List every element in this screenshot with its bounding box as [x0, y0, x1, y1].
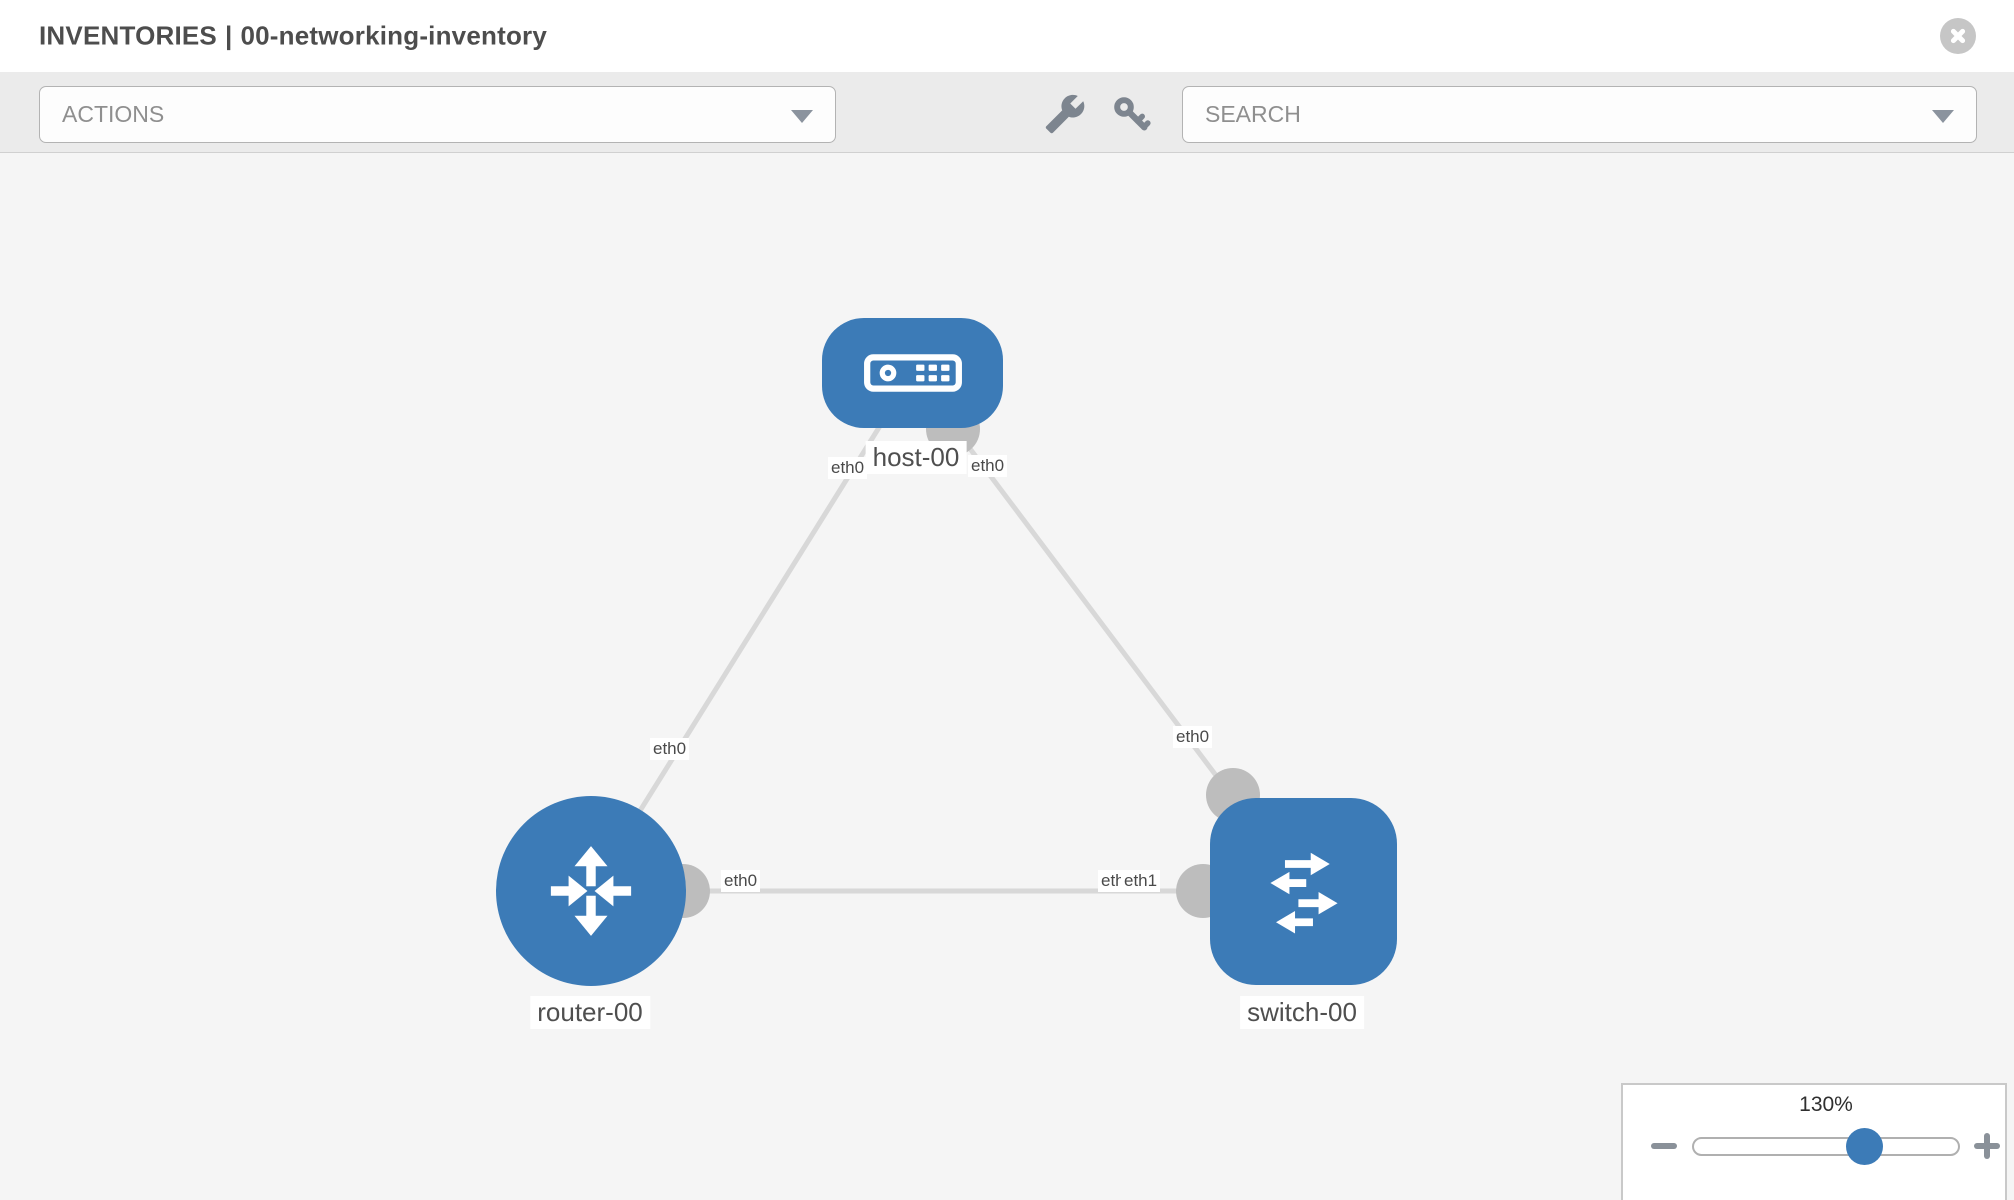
topology-links-layer [587, 371, 1305, 918]
node-router-00[interactable] [496, 796, 686, 986]
zoom-slider-track[interactable] [1692, 1137, 1960, 1156]
chevron-down-icon [1932, 109, 1954, 123]
node-label-switch: switch-00 [1240, 996, 1364, 1029]
topology-canvas[interactable]: host-00 router-00 switch-00 eth0 eth0 et… [0, 153, 2014, 1200]
toolbar: ACTIONS SEARCH [0, 72, 2014, 153]
key-icon [1114, 97, 1151, 131]
switch-arrows-icon [1269, 852, 1338, 933]
interface-label-router-to-switch: eth0 [721, 870, 761, 892]
close-icon [1940, 18, 1976, 54]
interface-label-switch-to-router: eth1 [1121, 870, 1161, 892]
close-button[interactable] [1940, 18, 1976, 54]
panel-header: INVENTORIES|00-networking-inventory [0, 0, 2014, 72]
search-dropdown[interactable]: SEARCH [1182, 86, 1977, 143]
page-title-section: INVENTORIES [39, 20, 217, 51]
interface-ports [656, 402, 1260, 918]
zoom-in-icon [1970, 1129, 2004, 1163]
wrench-icon [1045, 94, 1085, 134]
configure-button[interactable] [1044, 93, 1086, 135]
node-label-router: router-00 [530, 996, 650, 1029]
router-arrows-icon [550, 846, 632, 936]
interface-label-host-to-switch: eth0 [968, 455, 1008, 477]
server-icon [863, 354, 962, 392]
node-switch-00[interactable] [1210, 798, 1397, 985]
interface-label-host-to-router: eth0 [828, 457, 868, 479]
page-title: INVENTORIES|00-networking-inventory [39, 21, 547, 52]
zoom-out-button[interactable] [1647, 1129, 1681, 1163]
zoom-control-panel: 130% [1621, 1083, 2007, 1200]
chevron-down-icon [791, 109, 813, 123]
node-host-00[interactable] [822, 318, 1003, 428]
actions-dropdown[interactable]: ACTIONS [39, 86, 836, 143]
zoom-in-button[interactable] [1970, 1129, 2004, 1163]
credentials-button[interactable] [1110, 93, 1152, 135]
interface-label-switch-to-host: eth0 [1173, 726, 1213, 748]
node-label-host: host-00 [865, 441, 967, 474]
page-title-separator: | [224, 20, 233, 51]
page-title-inventory-name: 00-networking-inventory [240, 20, 548, 51]
search-placeholder: SEARCH [1205, 101, 1301, 127]
actions-dropdown-label: ACTIONS [62, 101, 165, 127]
interface-label-router-to-host: eth0 [650, 738, 690, 760]
zoom-level-value: 130% [1799, 1093, 1853, 1116]
zoom-out-icon [1647, 1129, 1681, 1163]
zoom-slider-thumb[interactable] [1846, 1128, 1883, 1165]
